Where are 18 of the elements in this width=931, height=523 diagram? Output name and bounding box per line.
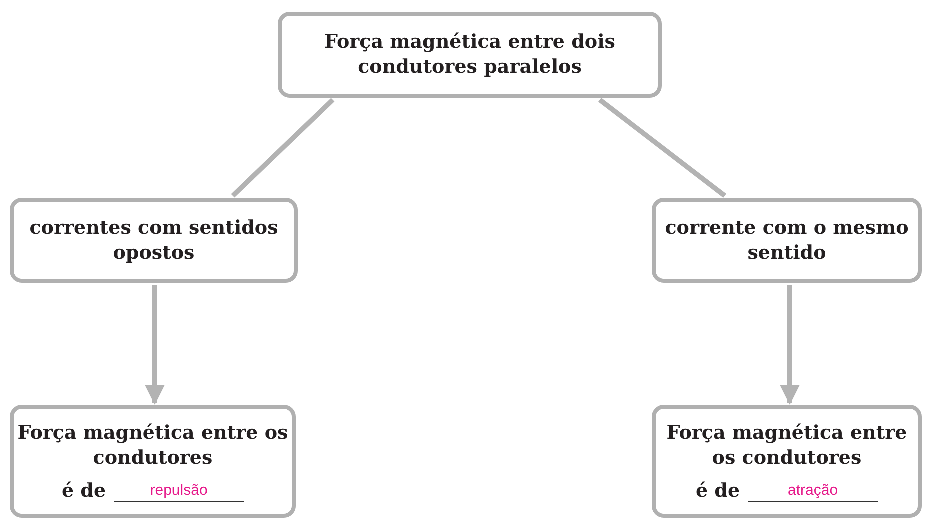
- arrow: [780, 285, 800, 405]
- box-text: Força magnética entre os condutores: [16, 420, 290, 470]
- concept-box: [278, 12, 662, 98]
- box-text: Força magnética entre os condutores: [666, 420, 908, 470]
- prompt-text: é de: [62, 480, 106, 502]
- prompt-text: é de: [696, 480, 740, 502]
- concept-box: [652, 405, 922, 518]
- concept-box: [10, 405, 296, 518]
- box-text: corrente com o mesmo sentido: [664, 216, 910, 266]
- answer-line: repulsão: [114, 481, 244, 502]
- answer-line: atração: [748, 481, 878, 502]
- box-text: Força magnética entre dois condutores paralelos: [324, 30, 616, 80]
- connector-line: [231, 98, 335, 198]
- box-text: correntes com sentidos opostos: [28, 216, 280, 266]
- concept-box: [10, 198, 298, 283]
- connector-line: [598, 98, 727, 198]
- arrow: [145, 285, 165, 405]
- concept-box: [652, 198, 922, 283]
